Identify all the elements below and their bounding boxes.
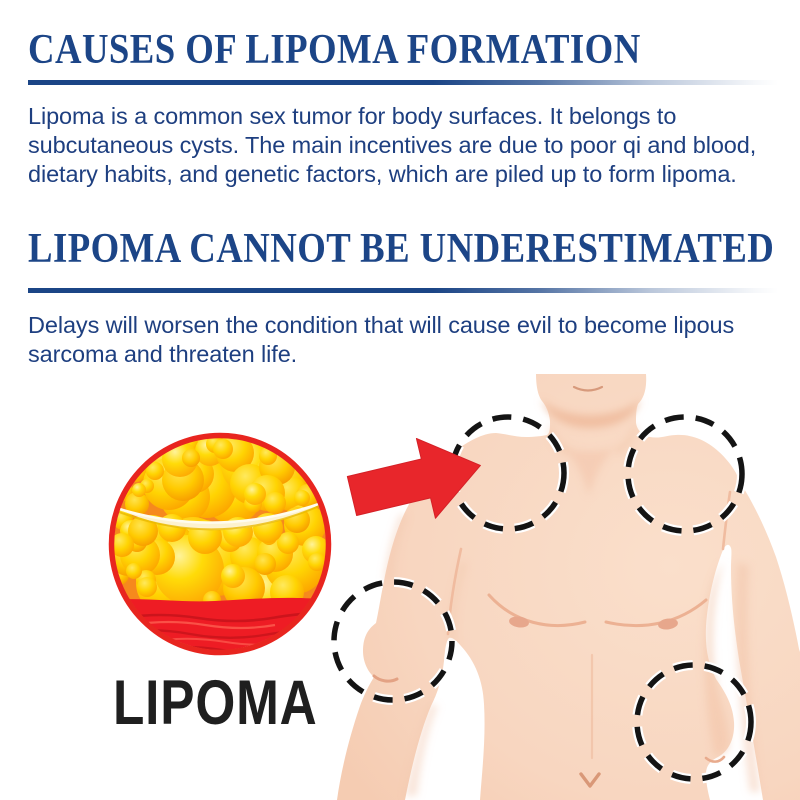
paragraph-line: Delays will worsen the condition that wi… xyxy=(28,312,735,338)
section2-paragraph: Delays will worsen the condition that wi… xyxy=(28,311,734,369)
section1-paragraph: Lipoma is a common sex tumor for body su… xyxy=(28,102,756,189)
right-nipple xyxy=(658,618,678,630)
paragraph-line: dietary habits, and genetic factors, whi… xyxy=(28,161,737,187)
fat-cells xyxy=(114,438,326,620)
section2-rule xyxy=(28,288,778,293)
marker-left-shoulder xyxy=(447,412,569,534)
section1-title: CAUSES OF LIPOMA FORMATION xyxy=(28,27,641,73)
marker-right-hip xyxy=(632,660,756,784)
marker-left-elbow xyxy=(329,577,457,705)
lipoma-closeup xyxy=(108,432,332,656)
marker-right-shoulder xyxy=(623,412,747,536)
torso-details xyxy=(372,385,732,788)
arrow xyxy=(346,438,481,519)
paragraph-line: sarcoma and threaten life. xyxy=(28,341,298,367)
paragraph-line: subcutaneous cysts. The main incentives … xyxy=(28,132,757,158)
torso-shading xyxy=(384,399,760,796)
closeup-ring xyxy=(108,432,332,656)
membrane xyxy=(114,499,326,531)
section2-title: LIPOMA CANNOT BE UNDERESTIMATED xyxy=(28,226,775,272)
lipoma-markers xyxy=(329,412,756,784)
section1-rule xyxy=(28,80,778,85)
left-nipple xyxy=(509,616,529,628)
lipoma-label: LIPOMA xyxy=(113,668,318,738)
paragraph-line: Lipoma is a common sex tumor for body su… xyxy=(28,103,677,129)
